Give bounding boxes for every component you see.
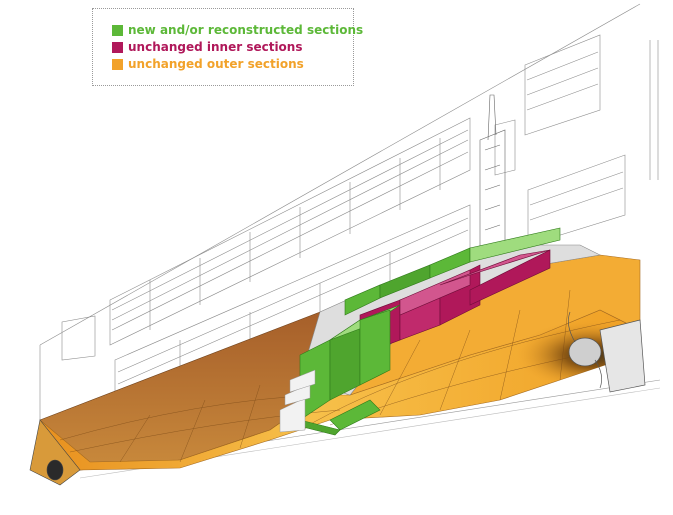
bow	[29, 419, 81, 486]
propeller-hub	[568, 337, 602, 367]
legend-swatch-new	[112, 24, 123, 36]
background-technical-plan	[39, 3, 661, 479]
superstructure-sketch	[479, 94, 506, 256]
legend-item-inner-sections: unchanged inner sections	[112, 39, 303, 55]
propeller-rudder	[568, 311, 646, 393]
plan-panel-right	[494, 34, 659, 246]
legend-label-inner: unchanged inner sections	[128, 40, 303, 54]
plan-panel-upper	[109, 117, 471, 346]
legend-label-new: new and/or reconstructed sections	[128, 23, 364, 37]
legend-swatch-outer	[112, 58, 123, 70]
legend: new and/or reconstructed sections unchan…	[92, 8, 363, 86]
legend-label-outer: unchanged outer sections	[128, 57, 304, 71]
legend-swatch-inner	[112, 41, 123, 53]
rudder	[599, 319, 646, 393]
stair-cutouts	[279, 369, 316, 433]
legend-item-new-sections: new and/or reconstructed sections	[112, 22, 363, 38]
hull-side-wall	[39, 311, 321, 471]
stern-shadow	[420, 300, 640, 400]
legend-item-outer-sections: unchanged outer sections	[112, 56, 304, 72]
